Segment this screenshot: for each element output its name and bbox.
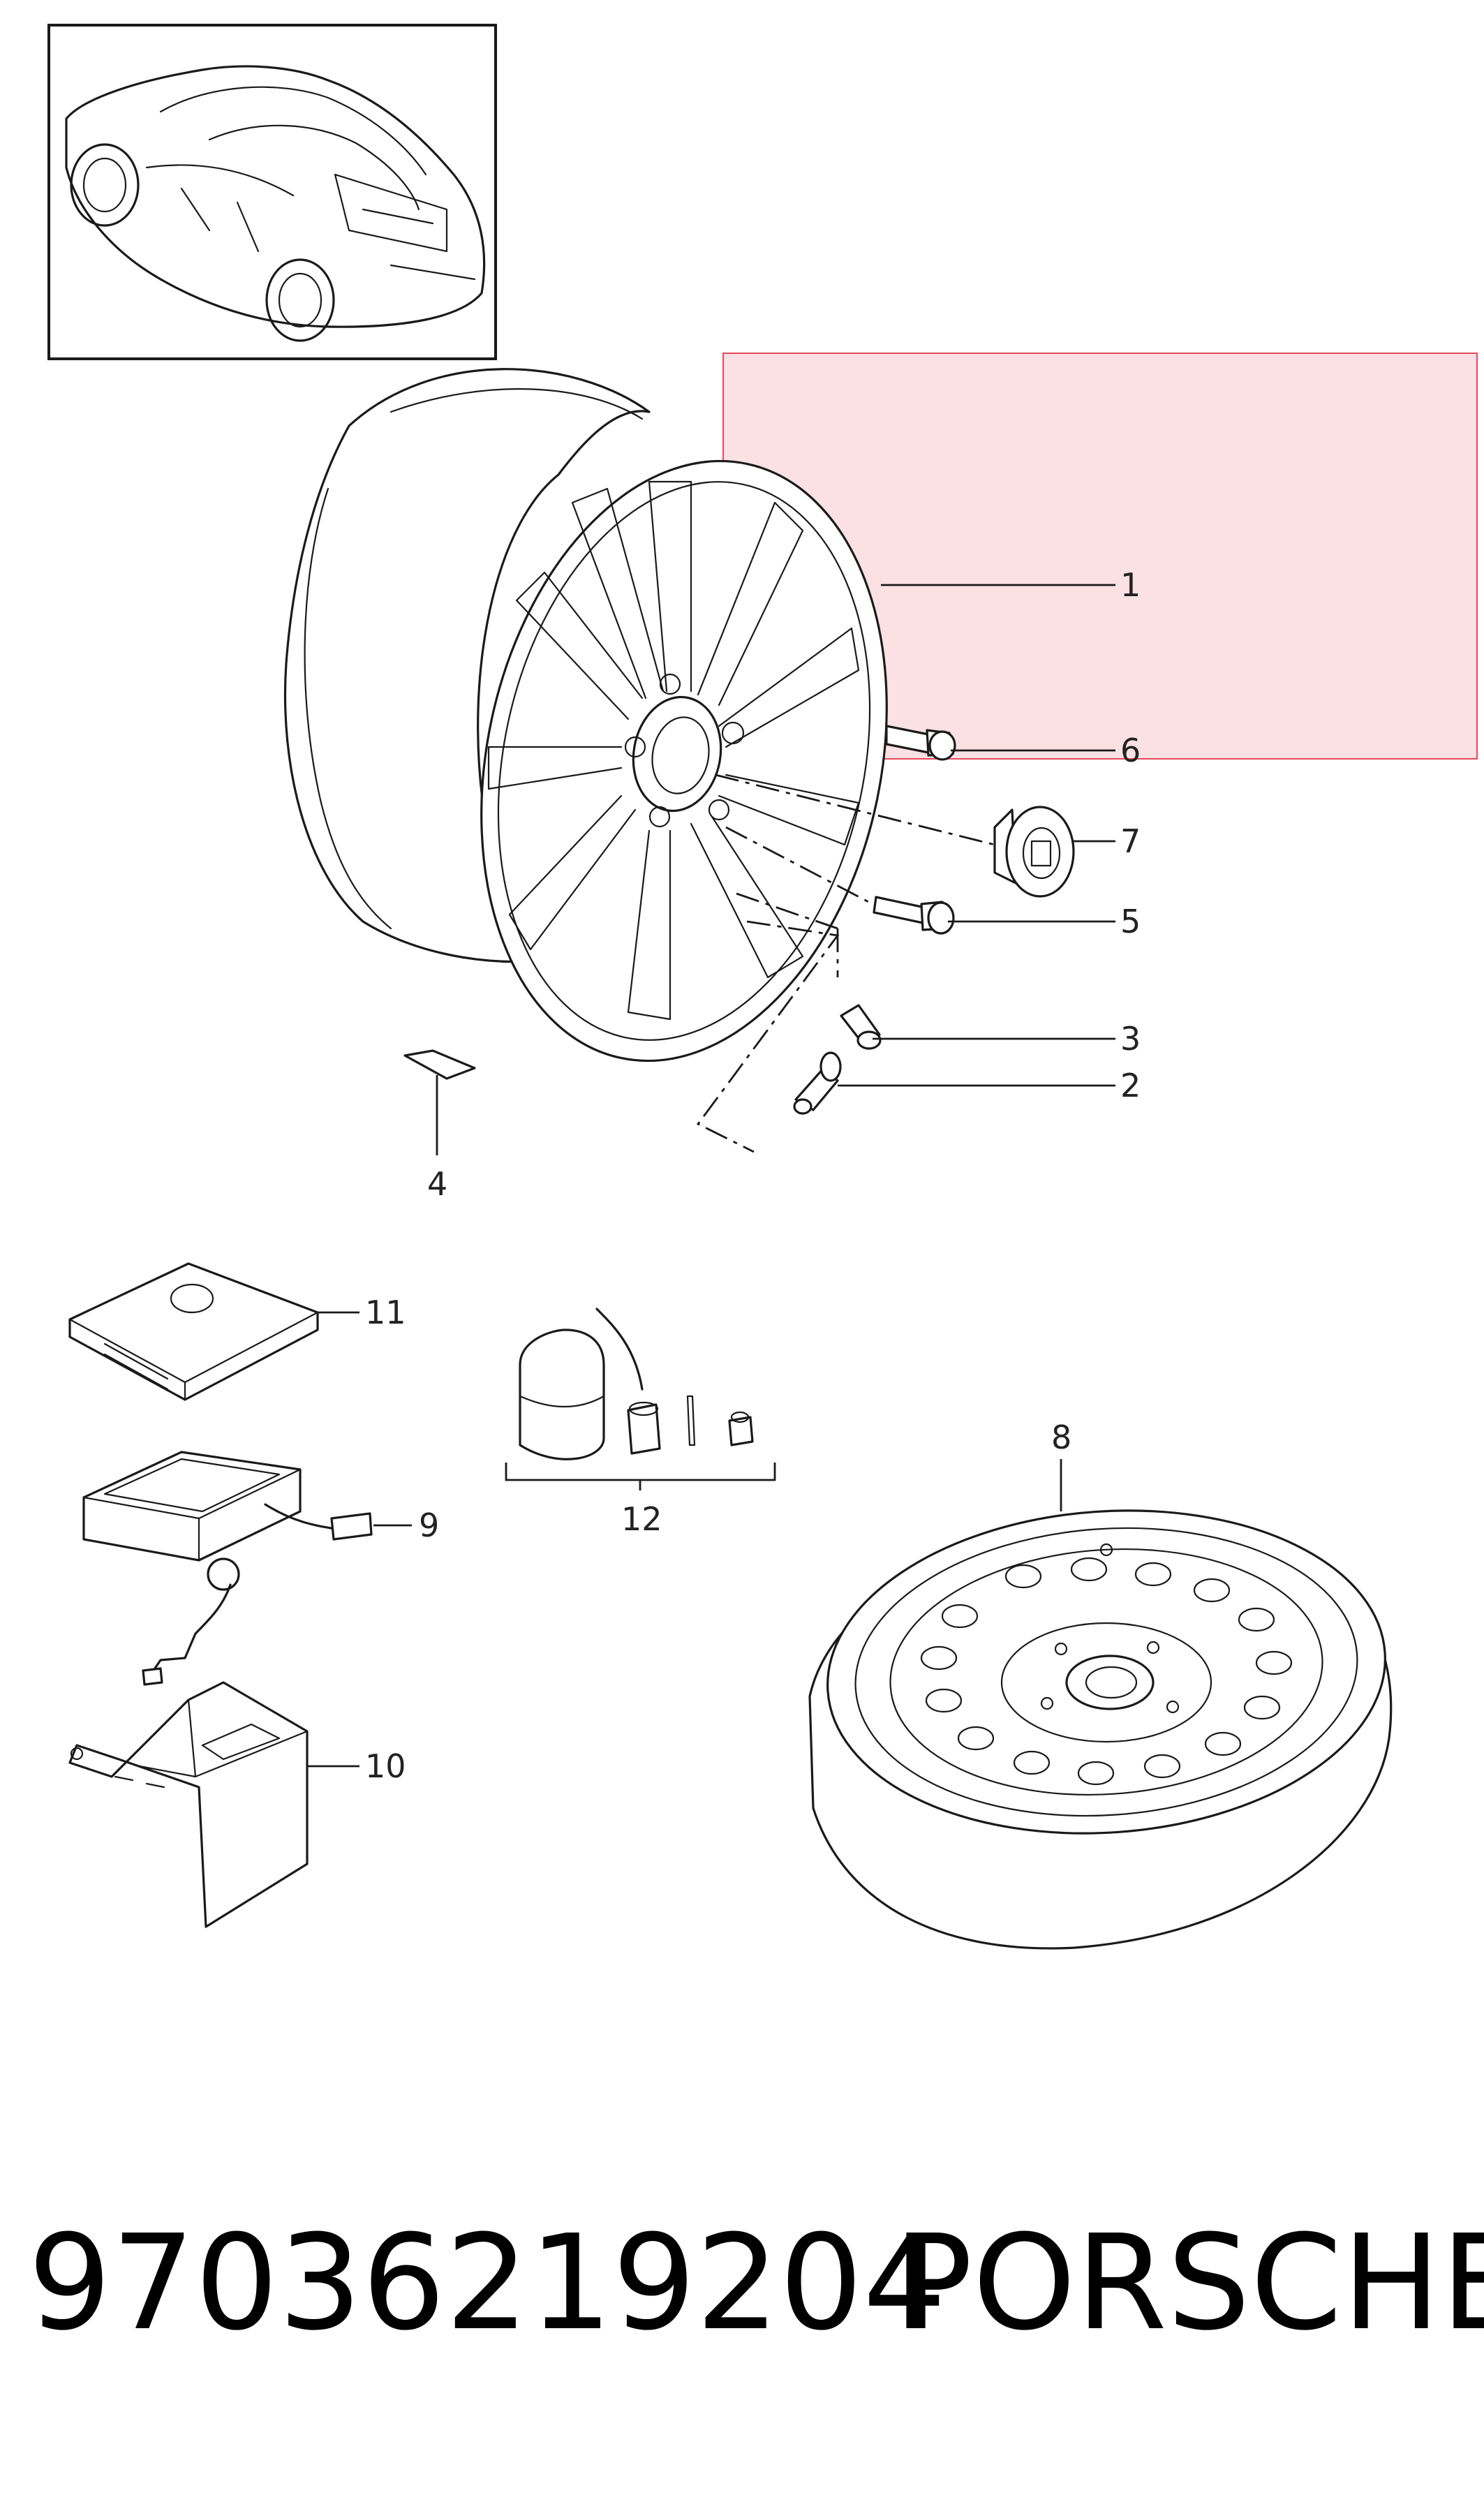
vehicle-thumbnail (47, 24, 497, 360)
wheel-bolt-item-5 (873, 896, 955, 935)
callout-6: 6 (1120, 732, 1141, 769)
balance-weight-item-4 (403, 1049, 476, 1080)
callout-leader-lines (307, 584, 1115, 1768)
callout-5: 5 (1120, 903, 1141, 940)
callout-1: 1 (1120, 566, 1141, 604)
tyre-sealant-kit-item-12 (505, 1308, 776, 1490)
compressor-unit-item-9 (82, 1451, 373, 1686)
center-cap-item-7 (993, 806, 1075, 898)
spare-wheel-item-8 (808, 1509, 1393, 1950)
callout-10: 10 (365, 1747, 406, 1785)
callout-3: 3 (1120, 1020, 1141, 1058)
callout-9: 9 (419, 1507, 439, 1544)
valve-items (793, 1004, 882, 1115)
assembly-dashed-lines (696, 773, 995, 1153)
callout-11: 11 (365, 1294, 406, 1331)
wheel-bolt-item-6 (885, 725, 956, 761)
footer-part-number: 97036219204 (28, 2207, 947, 2360)
callout-7: 7 (1120, 822, 1141, 860)
compressor-cover-item-11 (68, 1262, 319, 1401)
callout-12: 12 (621, 1500, 662, 1538)
callout-4: 4 (427, 1165, 447, 1203)
callout-2: 2 (1120, 1067, 1141, 1104)
callout-8: 8 (1051, 1419, 1071, 1456)
compressor-bracket-item-10 (68, 1681, 309, 1928)
footer-brand: PORSCHE (893, 2207, 1484, 2360)
